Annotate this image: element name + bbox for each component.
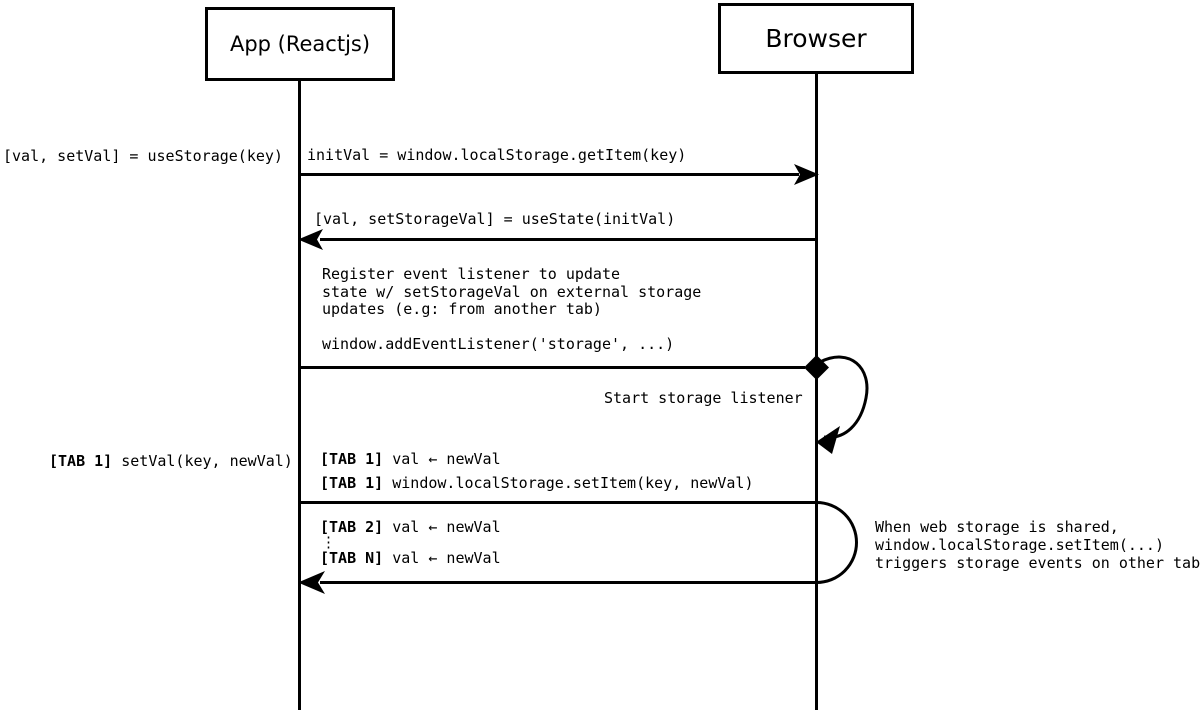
label-tabn-val-assign: [TAB N] val ← newVal [320, 549, 501, 567]
label-tab2-val-assign-text: val ← newVal [383, 518, 501, 536]
label-tab1-val-assign-text: val ← newVal [383, 450, 501, 468]
label-tabn-val-assign-prefix: [TAB N] [320, 549, 384, 567]
actor-app-label: App (Reactjs) [229, 32, 371, 56]
self-loop-arrowhead [816, 426, 840, 454]
label-tab1-setval-call-text: setVal(key, newVal) [112, 452, 293, 470]
label-tab2-val-assign: [TAB 2] val ← newVal [320, 518, 501, 536]
actor-browser-label: Browser [765, 24, 867, 53]
vertical-ellipsis: ⋮ [321, 533, 336, 551]
arrow-get-item-head [794, 164, 819, 185]
label-tab1-setitem-text: window.localStorage.setItem(key, newVal) [383, 474, 754, 492]
label-tab1-val-assign: [TAB 1] val ← newVal [320, 450, 501, 468]
label-tabn-val-assign-text: val ← newVal [383, 549, 501, 567]
arrow-use-state-head [298, 229, 323, 250]
storage-event-loop-head [298, 571, 325, 594]
label-use-state: [val, setStorageVal] = useState(initVal) [314, 210, 676, 228]
label-get-item: initVal = window.localStorage.getItem(ke… [307, 146, 687, 164]
label-use-storage-call: [val, setVal] = useStorage(key) [3, 147, 283, 165]
label-tab1-setval-call-prefix: [TAB 1] [49, 452, 113, 470]
label-tab1-val-assign-prefix: [TAB 1] [320, 450, 384, 468]
actor-app: App (Reactjs) [205, 7, 395, 81]
actor-browser: Browser [718, 3, 914, 74]
label-register-listener-note: Register event listener to update state … [322, 265, 702, 353]
self-loop-arc [819, 355, 869, 439]
label-tab2-val-assign-prefix: [TAB 2] [320, 518, 384, 536]
label-tab1-setitem-prefix: [TAB 1] [320, 474, 384, 492]
label-tab1-setval-call: [TAB 1] setVal(key, newVal) [49, 452, 293, 470]
label-shared-storage-note: When web storage is shared, window.local… [875, 518, 1200, 572]
label-start-storage-listener: Start storage listener [604, 389, 803, 407]
label-tab1-setitem: [TAB 1] window.localStorage.setItem(key,… [320, 474, 753, 492]
storage-event-loop [301, 501, 858, 584]
